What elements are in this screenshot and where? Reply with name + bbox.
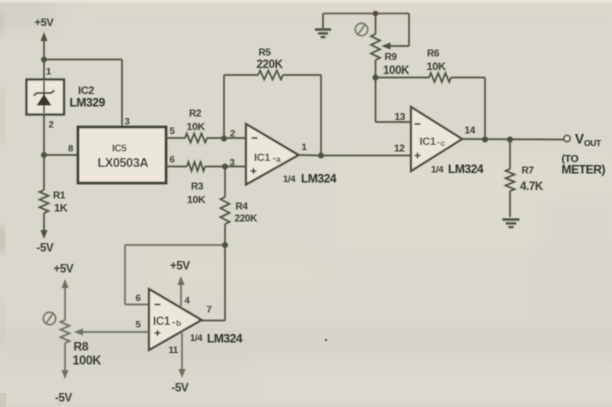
svg-text:-5V: -5V <box>172 383 190 395</box>
svg-text:LM324: LM324 <box>207 332 243 346</box>
svg-text:a: a <box>276 154 281 164</box>
svg-text:+5V: +5V <box>35 17 55 29</box>
svg-text:1/4: 1/4 <box>283 174 296 185</box>
svg-text:220K: 220K <box>235 214 259 225</box>
svg-text:IC2: IC2 <box>78 85 94 97</box>
svg-text:V: V <box>575 132 584 147</box>
svg-text:METER): METER) <box>562 163 606 177</box>
svg-text:1: 1 <box>302 142 308 153</box>
svg-text:LM324: LM324 <box>448 162 484 176</box>
svg-text:1/4: 1/4 <box>190 333 203 344</box>
svg-text:b: b <box>176 318 181 328</box>
svg-text:IC1: IC1 <box>153 316 171 328</box>
svg-text:R1: R1 <box>53 191 66 202</box>
svg-text:4.7K: 4.7K <box>520 181 544 193</box>
svg-text:R5: R5 <box>259 48 272 59</box>
svg-text:OUT: OUT <box>584 138 602 148</box>
svg-text:10K: 10K <box>187 194 206 206</box>
svg-text:IC1: IC1 <box>420 136 436 148</box>
svg-text:1/4: 1/4 <box>431 165 444 176</box>
svg-text:1: 1 <box>46 67 52 78</box>
svg-text:2: 2 <box>230 129 235 140</box>
svg-text:3: 3 <box>125 117 130 128</box>
svg-text:R2: R2 <box>189 109 202 120</box>
svg-text:7: 7 <box>207 305 212 316</box>
svg-text:220K: 220K <box>257 59 284 71</box>
svg-text:13: 13 <box>395 112 406 123</box>
svg-text:6: 6 <box>136 293 141 304</box>
svg-text:-5V: -5V <box>37 243 55 255</box>
svg-text:8: 8 <box>68 144 73 155</box>
svg-text:R3: R3 <box>191 182 204 193</box>
svg-text:2: 2 <box>49 120 54 131</box>
svg-text:c: c <box>441 138 446 148</box>
svg-text:+5V: +5V <box>170 261 190 273</box>
svg-text:12: 12 <box>394 144 405 155</box>
svg-text:IC5: IC5 <box>112 144 127 155</box>
svg-text:LM329: LM329 <box>70 96 106 110</box>
svg-text:10K: 10K <box>187 121 206 133</box>
svg-text:LM324: LM324 <box>301 172 337 186</box>
svg-text:11: 11 <box>169 345 179 356</box>
svg-text:-5V: -5V <box>55 393 73 405</box>
svg-text:5: 5 <box>170 126 176 137</box>
svg-text:14: 14 <box>465 126 476 137</box>
svg-text:LX0503A: LX0503A <box>98 156 149 170</box>
svg-text:R4: R4 <box>236 202 249 213</box>
svg-text:1K: 1K <box>54 203 68 215</box>
svg-text:10K: 10K <box>427 61 447 73</box>
svg-text:+5V: +5V <box>54 264 74 276</box>
svg-text:R7: R7 <box>522 166 535 177</box>
svg-text:100K: 100K <box>383 65 410 77</box>
svg-text:3: 3 <box>230 158 235 169</box>
svg-text:6: 6 <box>170 155 175 166</box>
svg-text:R9: R9 <box>385 52 398 63</box>
svg-text:5: 5 <box>136 320 142 331</box>
svg-text:IC1: IC1 <box>254 152 270 164</box>
svg-text:(TO: (TO <box>562 153 579 165</box>
svg-text:R8: R8 <box>74 340 89 354</box>
svg-text:100K: 100K <box>73 354 102 368</box>
svg-text:R6: R6 <box>427 49 440 60</box>
svg-text:4: 4 <box>185 296 191 307</box>
